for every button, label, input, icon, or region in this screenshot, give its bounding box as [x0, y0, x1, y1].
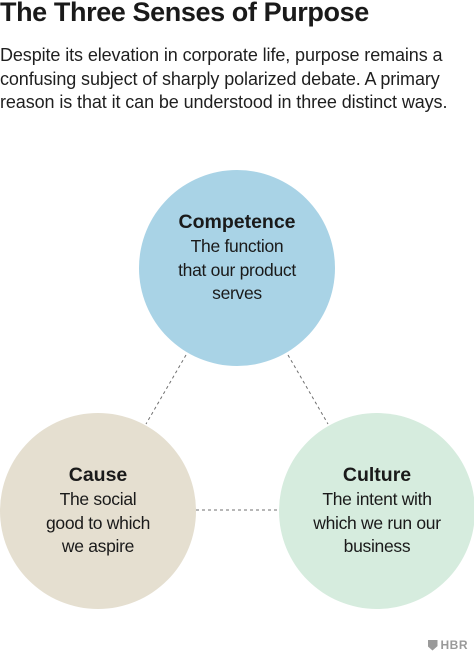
culture-description: The intent with which we run our busines… — [313, 488, 441, 559]
competence-line: serves — [212, 283, 262, 304]
connector-competence-culture — [287, 354, 329, 425]
cause-heading: Cause — [68, 464, 128, 487]
culture-circle: Culture The intent with which we run our… — [279, 413, 474, 609]
culture-line: The intent with — [322, 489, 432, 510]
culture-heading: Culture — [342, 464, 412, 487]
culture-line: business — [343, 536, 411, 557]
competence-line: that our product — [178, 259, 296, 280]
cause-line: The social — [59, 489, 137, 510]
hbr-logo-text: HBR — [440, 638, 468, 652]
intro-paragraph: Despite its elevation in corporate life,… — [0, 45, 448, 112]
competence-circle: Competence The function that our product… — [139, 170, 335, 366]
cause-circle: Cause The social good to which we aspire — [0, 413, 196, 609]
competence-description: The function that our product serves — [178, 235, 296, 306]
shield-icon — [427, 639, 438, 651]
cause-line: good to which — [45, 512, 151, 533]
competence-line: The function — [190, 236, 284, 257]
page-title: The Three Senses of Purpose — [0, 0, 369, 27]
cause-line: we aspire — [61, 536, 135, 557]
hbr-logo: HBR — [427, 638, 469, 652]
cause-description: The social good to which we aspire — [46, 488, 150, 559]
culture-line: which we run our — [313, 512, 441, 533]
competence-heading: Competence — [178, 211, 296, 234]
connector-competence-cause — [145, 354, 187, 425]
